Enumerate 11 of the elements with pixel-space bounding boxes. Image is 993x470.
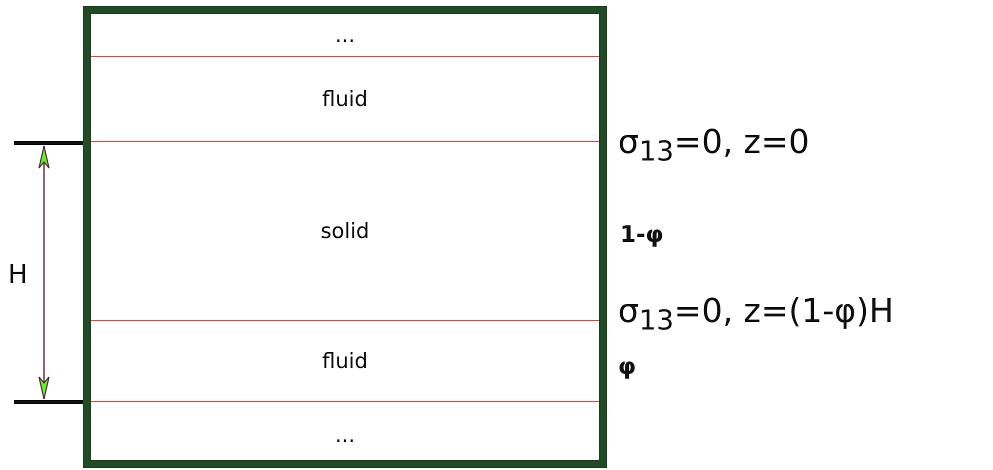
boundary-condition: σ$_{13}$=0, z=(1-φ)H	[618, 294, 894, 336]
layer-label: ...	[334, 23, 356, 47]
fraction-label: 1-φ	[620, 224, 664, 247]
layer-label: fluid	[322, 349, 368, 373]
layer-label: ...	[334, 423, 356, 447]
boundary-condition: σ$_{13}$=0, z=0	[618, 125, 810, 166]
container-box	[83, 6, 607, 468]
layer-label: fluid	[322, 87, 368, 111]
dimension-label: H	[8, 262, 28, 288]
layer-label: solid	[320, 219, 370, 243]
fraction-label: φ	[618, 356, 636, 379]
